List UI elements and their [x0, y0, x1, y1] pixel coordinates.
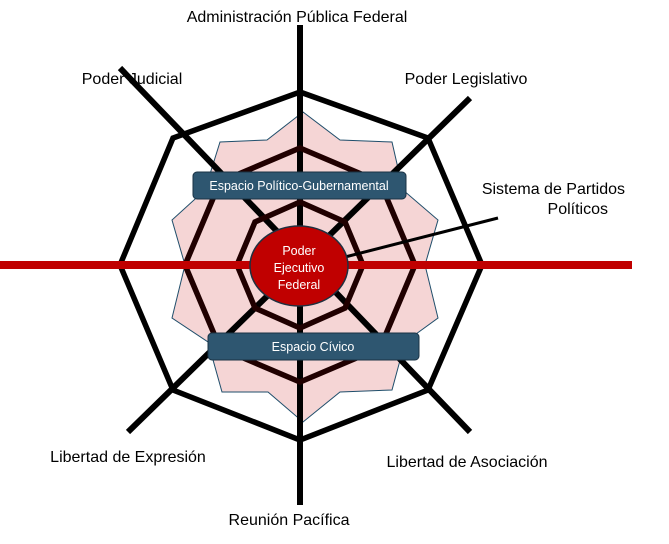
label-poder-legislativo: Poder Legislativo [405, 71, 528, 88]
web-rings [117, 89, 485, 443]
label-libertad-asociacion: Libertad de Asociación [387, 454, 548, 471]
center-line1: Poder [282, 244, 315, 258]
civic-space-label: Espacio Cívico [272, 340, 355, 354]
label-sistema-partidos-2: Políticos [548, 201, 608, 218]
label-sistema-partidos-1: Sistema de Partidos [482, 181, 625, 198]
parties-pointer-line [344, 216, 499, 259]
label-administracion: Administración Pública Federal [187, 9, 408, 26]
label-libertad-expresion: Libertad de Expresión [50, 449, 206, 466]
center-line2: Ejecutivo [274, 261, 325, 275]
civic-space-box [207, 332, 420, 361]
political-space-box [192, 171, 407, 200]
label-reunion-pacifica: Reunión Pacífica [229, 512, 350, 529]
center-line3: Federal [278, 278, 320, 292]
label-poder-judicial: Poder Judicial [82, 71, 183, 88]
political-space-label: Espacio Político-Gubernamental [209, 179, 388, 193]
center-node [249, 225, 349, 307]
